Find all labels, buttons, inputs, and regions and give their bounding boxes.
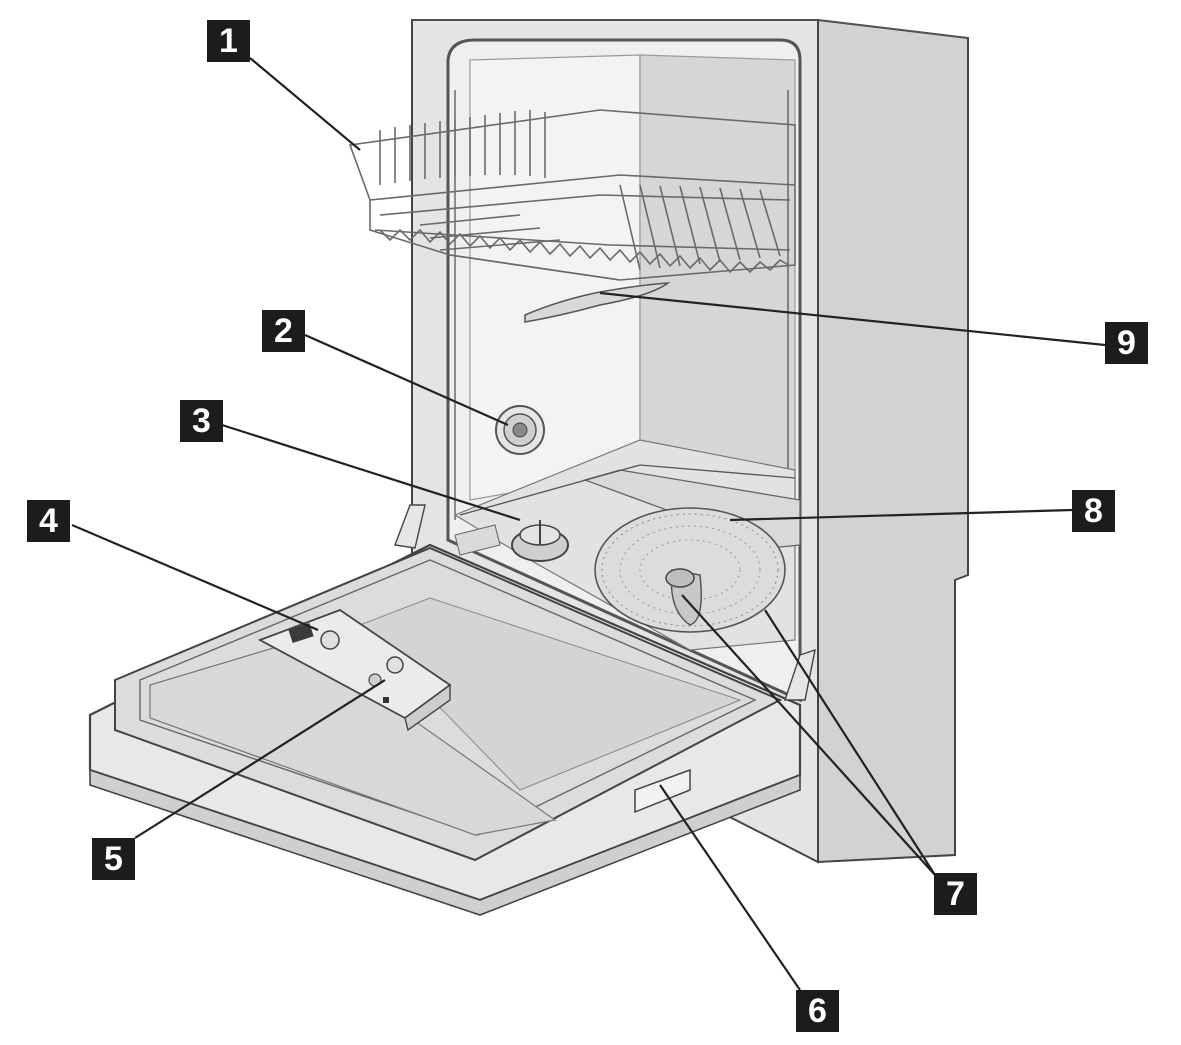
leader-7a xyxy=(681,594,936,876)
salt-container-cap xyxy=(511,520,569,562)
callout-5-text: 5 xyxy=(104,840,123,878)
leader-1 xyxy=(249,57,361,151)
callout-8-text: 8 xyxy=(1084,492,1103,530)
leader-8 xyxy=(729,508,1073,522)
callout-2-text: 2 xyxy=(274,312,293,350)
filter-system xyxy=(594,507,786,633)
leader-3 xyxy=(221,423,521,522)
tub-interior xyxy=(446,38,802,703)
callout-7-text: 7 xyxy=(946,875,965,913)
water-nozzle xyxy=(495,405,545,455)
callout-7: 7 xyxy=(934,873,977,915)
callout-2: 2 xyxy=(262,310,305,352)
callout-1: 1 xyxy=(207,20,250,62)
callout-1-text: 1 xyxy=(219,22,238,60)
leader-6 xyxy=(659,784,801,991)
callout-9: 9 xyxy=(1105,322,1148,364)
callout-4-text: 4 xyxy=(39,502,58,540)
callout-3: 3 xyxy=(180,400,223,442)
leader-4 xyxy=(71,523,319,632)
callout-6: 6 xyxy=(796,990,839,1032)
callout-8: 8 xyxy=(1072,490,1115,532)
leader-2 xyxy=(304,333,509,427)
leader-5 xyxy=(134,679,386,839)
callout-6-text: 6 xyxy=(808,992,827,1030)
door-hinge-left xyxy=(394,504,426,549)
detergent-dispenser xyxy=(257,608,452,732)
callout-5: 5 xyxy=(92,838,135,880)
leader-lines xyxy=(71,57,1106,991)
door-hinge-right xyxy=(784,648,816,701)
leader-7b xyxy=(764,609,936,876)
callout-4: 4 xyxy=(27,500,70,542)
rating-plate xyxy=(634,768,691,814)
callout-3-text: 3 xyxy=(192,402,211,440)
dishwasher-door xyxy=(88,543,802,916)
callout-9-text: 9 xyxy=(1117,324,1136,362)
upper-basket xyxy=(348,109,796,281)
upper-spray-arm xyxy=(524,282,671,323)
leader-9 xyxy=(599,291,1106,347)
